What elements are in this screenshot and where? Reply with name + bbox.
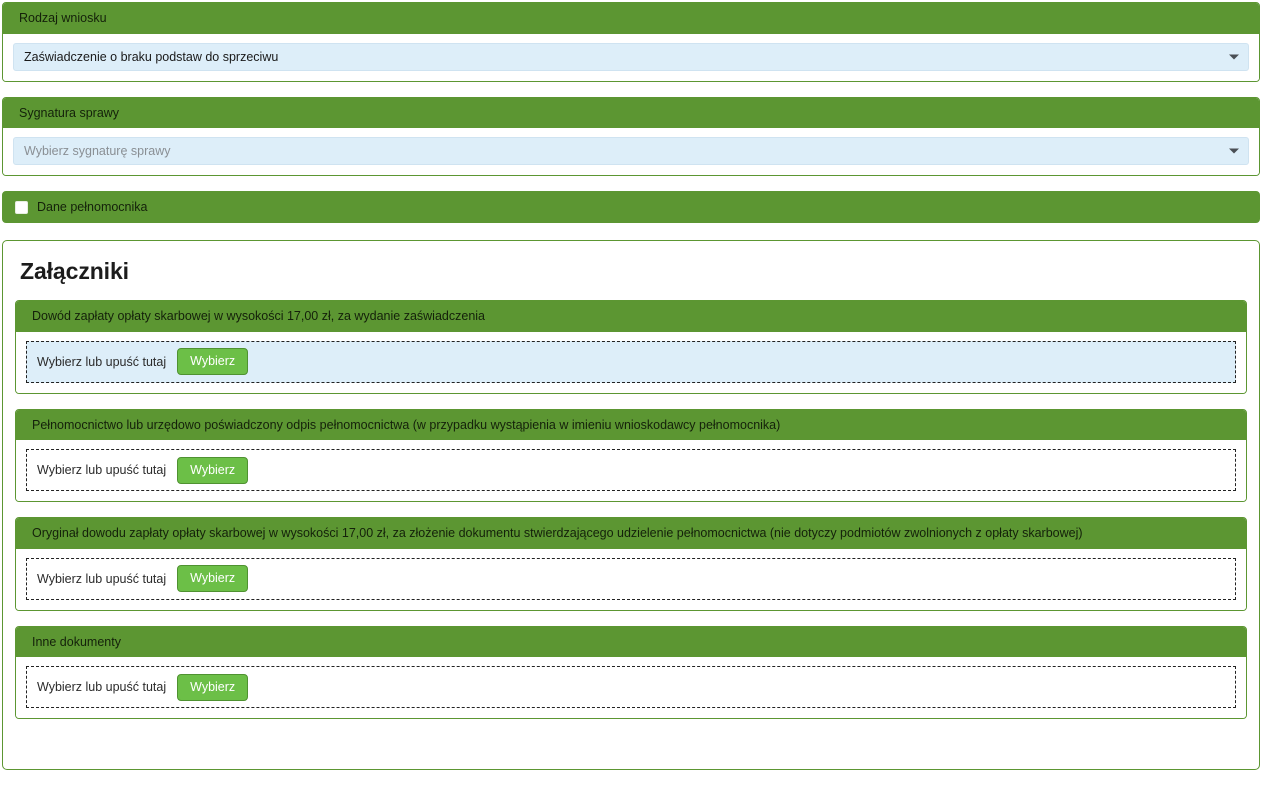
file-dropzone[interactable]: Wybierz lub upuść tutaj Wybierz bbox=[26, 449, 1236, 491]
checkbox-label-dane-pelnomocnika: Dane pełnomocnika bbox=[37, 200, 148, 214]
chevron-down-icon[interactable] bbox=[1229, 54, 1239, 59]
attachment-body: Wybierz lub upuść tutaj Wybierz bbox=[16, 440, 1246, 501]
checkbox-dane-pelnomocnika[interactable] bbox=[15, 200, 28, 214]
section-body-sygnatura-sprawy: Wybierz sygnaturę sprawy bbox=[3, 128, 1259, 175]
attachment-body: Wybierz lub upuść tutaj Wybierz bbox=[16, 657, 1246, 718]
choose-file-button[interactable]: Wybierz bbox=[177, 456, 249, 484]
select-rodzaj-wniosku-value: Zaświadczenie o braku podstaw do sprzeci… bbox=[24, 49, 279, 64]
dropzone-label: Wybierz lub upuść tutaj bbox=[37, 571, 167, 586]
dropzone-label: Wybierz lub upuść tutaj bbox=[37, 354, 167, 369]
attachment-header: Pełnomocnictwo lub urzędowo poświadczony… bbox=[16, 409, 1246, 440]
attachment-header: Oryginał dowodu zapłaty opłaty skarbowej… bbox=[16, 518, 1246, 549]
attachment-header: Inne dokumenty bbox=[16, 626, 1246, 657]
choose-file-button[interactable]: Wybierz bbox=[177, 348, 249, 375]
dropzone-label: Wybierz lub upuść tutaj bbox=[37, 680, 167, 694]
choose-file-button[interactable]: Wybierz bbox=[177, 565, 249, 592]
section-header-sygnatura-sprawy: Sygnatura sprawy bbox=[3, 97, 1259, 128]
dropzone-label: Wybierz lub upuść tutaj bbox=[37, 463, 167, 477]
attachment-body: Wybierz lub upuść tutaj Wybierz bbox=[16, 331, 1246, 393]
attachment-item: Inne dokumenty Wybierz lub upuść tutaj W… bbox=[15, 625, 1247, 719]
attachment-header: Dowód zapłaty opłaty skarbowej w wysokoś… bbox=[16, 301, 1246, 332]
chevron-down-icon[interactable] bbox=[1229, 148, 1239, 154]
attachments-title: Załączniki bbox=[20, 258, 129, 284]
attachment-item: Pełnomocnictwo lub urzędowo poświadczony… bbox=[15, 408, 1247, 502]
checkbox-row-dane-pelnomocnika[interactable]: Dane pełnomocnika bbox=[2, 191, 1260, 223]
file-dropzone[interactable]: Wybierz lub upuść tutaj Wybierz bbox=[26, 340, 1236, 383]
file-dropzone[interactable]: Wybierz lub upuść tutaj Wybierz bbox=[26, 557, 1236, 600]
section-header-rodzaj-wniosku: Rodzaj wniosku bbox=[3, 3, 1259, 34]
attachment-item: Oryginał dowodu zapłaty opłaty skarbowej… bbox=[15, 517, 1247, 611]
file-dropzone[interactable]: Wybierz lub upuść tutaj Wybierz bbox=[26, 666, 1236, 708]
section-sygnatura-sprawy: Sygnatura sprawy Wybierz sygnaturę spraw… bbox=[2, 96, 1260, 176]
select-sygnatura-sprawy[interactable]: Wybierz sygnaturę sprawy bbox=[13, 137, 1249, 165]
attachment-item: Dowód zapłaty opłaty skarbowej w wysokoś… bbox=[15, 300, 1247, 394]
section-rodzaj-wniosku: Rodzaj wniosku Zaświadczenie o braku pod… bbox=[2, 2, 1260, 82]
attachments-card: Załączniki Dowód zapłaty opłaty skarbowe… bbox=[2, 240, 1260, 770]
attachment-body: Wybierz lub upuść tutaj Wybierz bbox=[16, 548, 1246, 610]
application-form: Rodzaj wniosku Zaświadczenie o braku pod… bbox=[0, 2, 1269, 770]
select-rodzaj-wniosku[interactable]: Zaświadczenie o braku podstaw do sprzeci… bbox=[13, 42, 1249, 71]
section-body-rodzaj-wniosku: Zaświadczenie o braku podstaw do sprzeci… bbox=[3, 33, 1259, 81]
select-sygnatura-sprawy-value: Wybierz sygnaturę sprawy bbox=[24, 144, 171, 158]
choose-file-button[interactable]: Wybierz bbox=[177, 673, 249, 701]
